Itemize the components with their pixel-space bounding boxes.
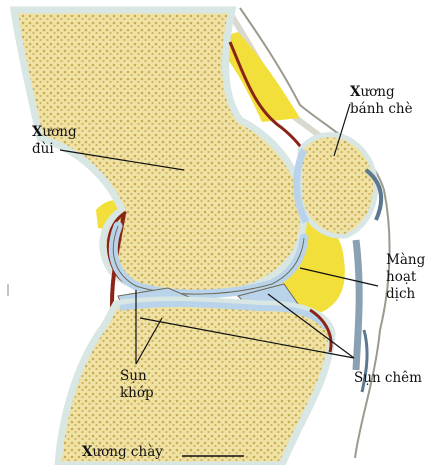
label-femur: Xương đùi — [32, 124, 77, 158]
tibia-bone — [58, 300, 332, 465]
label-femur-rest: ương — [42, 124, 76, 140]
label-patella: Xương bánh chè — [350, 84, 413, 118]
patellar-ligament — [356, 240, 359, 370]
label-synovial-line2: hoạt — [386, 269, 425, 286]
label-patella-rest: ương — [360, 84, 394, 100]
label-cartilage-line2: khớp — [120, 385, 154, 402]
label-tibia: Xương chày — [82, 444, 163, 461]
label-cartilage-line1: Sụn — [120, 368, 154, 385]
label-synovial: Màng hoạt dịch — [386, 252, 425, 303]
patella-bone — [300, 135, 376, 237]
label-cartilage: Sụn khớp — [120, 368, 154, 402]
label-patella-initial: X — [350, 84, 360, 100]
label-tibia-initial: X — [82, 444, 92, 460]
label-patella-line2: bánh chè — [350, 101, 413, 118]
label-meniscus-text: Sụn chêm — [354, 370, 422, 387]
label-meniscus: Sụn chêm — [354, 370, 422, 387]
label-synovial-line3: dịch — [386, 286, 425, 303]
label-tibia-rest: ương chày — [92, 444, 162, 460]
label-synovial-line1: Màng — [386, 252, 425, 269]
label-femur-line2: đùi — [32, 141, 77, 158]
label-femur-initial: X — [32, 124, 42, 140]
